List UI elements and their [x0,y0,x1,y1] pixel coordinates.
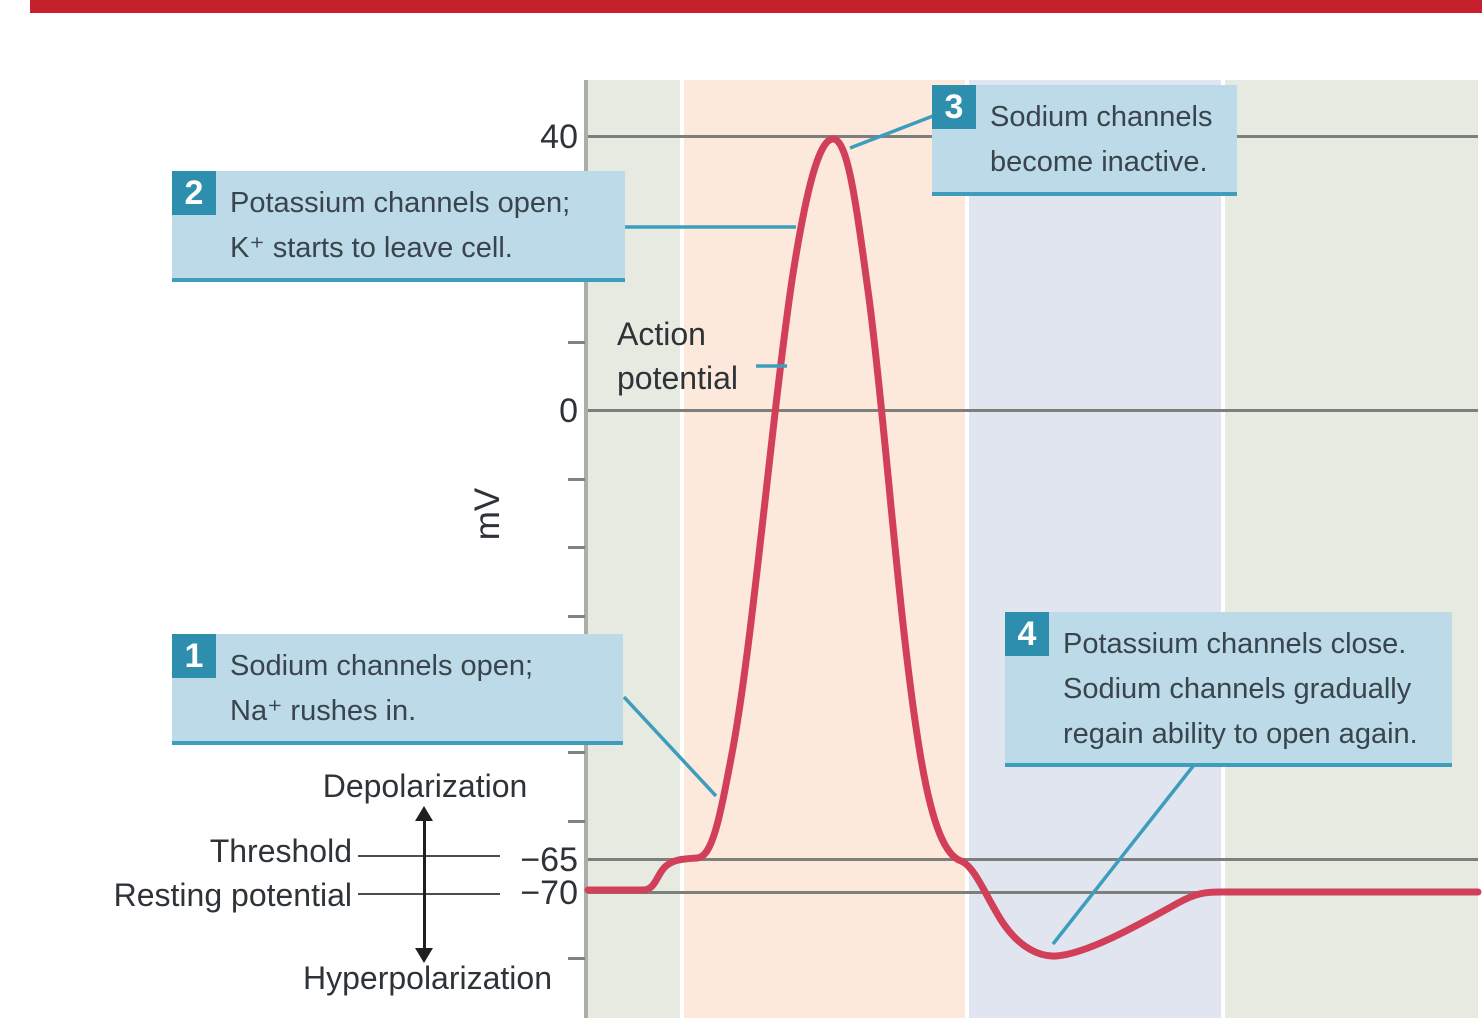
callout-2-potassium-open: 2 Potassium channels open; K⁺ starts to … [172,171,625,282]
y-tick-label-40: 40 [540,118,578,156]
callout-2-line1: Potassium channels open; [230,187,571,219]
band-repolarization [969,80,1221,1018]
callout-4-potassium-close: 4 Potassium channels close. Sodium chann… [1005,612,1452,767]
callout-4-line2: Sodium channels gradually [1063,673,1412,705]
y-tick-n80 [568,957,585,960]
callout-4-number-badge: 4 [1005,612,1049,656]
resting-label-line [358,893,500,895]
arrow-down-icon [415,948,433,963]
callout-3-text: Sodium channels become inactive. [990,95,1227,185]
label-resting-potential: Resting potential [113,877,352,913]
callout-4-line3: regain ability to open again. [1063,718,1418,750]
callout-3-line1: Sodium channels [990,101,1213,133]
y-tick-n30 [568,615,585,618]
callout-3-sodium-inactive: 3 Sodium channels become inactive. [932,85,1237,196]
leader-line-callout-4 [1051,763,1196,946]
y-tick-label-0: 0 [559,392,578,430]
curve-label-action-potential: Action potential [617,312,738,400]
label-depolarization: Depolarization [322,768,528,804]
callout-1-line1: Sodium channels open; [230,650,534,682]
y-axis-unit-label: mV [468,487,507,541]
callout-1-sodium-open: 1 Sodium channels open; Na⁺ rushes in. [172,634,623,745]
band-resting-2 [1225,80,1478,1018]
y-tick-10 [568,341,585,344]
polarization-arrow-shaft [423,818,426,950]
callout-1-line2: Na⁺ rushes in. [230,695,417,727]
y-tick-n50 [568,751,585,754]
gridline-0mv [588,409,1478,412]
callout-1-text: Sodium channels open; Na⁺ rushes in. [230,644,613,734]
y-tick-label-threshold: −65 [520,841,578,879]
callout-3-number-badge: 3 [932,85,976,129]
membrane-potential-curve [584,135,1482,960]
callout-1-number-badge: 1 [172,634,216,678]
y-axis-line [584,80,588,1018]
leader-line-callout-3 [849,114,934,150]
label-threshold: Threshold [209,833,352,869]
callout-4-text: Potassium channels close. Sodium channel… [1063,622,1442,757]
y-tick-n60 [568,820,585,823]
y-tick-label-resting: −70 [520,874,578,912]
callout-3-line2: become inactive. [990,146,1208,178]
gridline-resting [588,891,1478,894]
band-depolarization [684,80,965,1018]
arrow-up-icon [415,806,433,821]
y-tick-n20 [568,546,585,549]
curve-label-line1: Action [617,316,706,352]
top-red-bar [30,0,1482,13]
callout-2-line2: K⁺ starts to leave cell. [230,232,513,264]
gridline-threshold [588,858,1478,861]
curve-label-line2: potential [617,360,738,396]
callout-4-line1: Potassium channels close. [1063,628,1407,660]
label-hyperpolarization: Hyperpolarization [302,960,552,996]
threshold-label-line [358,855,500,857]
callout-2-number-badge: 2 [172,171,216,215]
callout-2-text: Potassium channels open; K⁺ starts to le… [230,181,615,271]
y-tick-n10 [568,478,585,481]
leader-line-callout-1 [622,695,718,798]
